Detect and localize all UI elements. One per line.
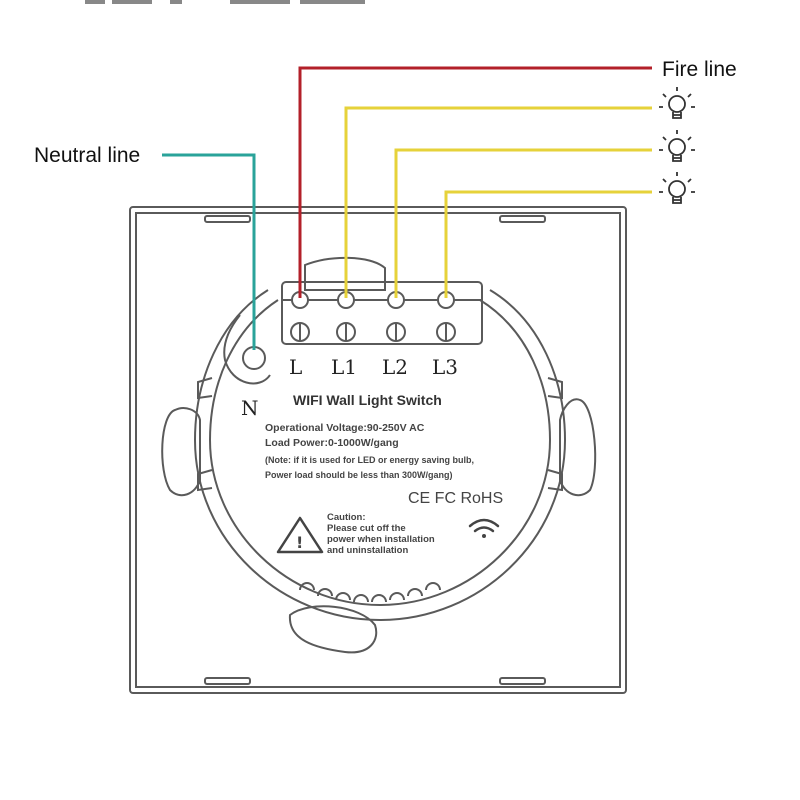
load-wire-l1 <box>344 106 652 298</box>
neutral-line-label: Neutral line <box>34 144 140 167</box>
bulb-icon <box>659 130 695 162</box>
device-title: WIFI Wall Light Switch <box>293 392 442 408</box>
bulb-icon <box>659 87 695 119</box>
terminal-label: L3 <box>432 355 458 379</box>
neutral-terminal-label: N <box>241 396 259 420</box>
terminal-label: L1 <box>331 355 357 379</box>
caution-line: power when installation <box>327 534 435 545</box>
spec-power: Load Power:0-1000W/gang <box>265 437 399 449</box>
neutral-wire <box>162 153 256 350</box>
bulb-icon <box>659 172 695 204</box>
switch-plate <box>129 206 627 694</box>
round-housing <box>161 256 597 654</box>
load-wire-l2 <box>394 148 652 298</box>
fire-wire <box>298 66 652 298</box>
warning-icon: ! <box>276 516 324 554</box>
note-line: (Note: if it is used for LED or energy s… <box>265 455 474 465</box>
certification-marks: CE FC RoHS <box>408 490 503 507</box>
spec-voltage: Operational Voltage:90-250V AC <box>265 422 425 434</box>
cropped-top-text <box>85 0 365 4</box>
terminal-label: L <box>289 355 302 379</box>
wifi-icon <box>468 518 500 538</box>
terminal-screws <box>242 291 456 370</box>
note-line: Power load should be less than 300W/gang… <box>265 470 453 480</box>
load-wire-l3 <box>444 190 652 298</box>
terminal-label: L2 <box>382 355 408 379</box>
fire-line-label: Fire line <box>662 58 737 81</box>
caution-line: Please cut off the <box>327 523 406 534</box>
caution-title: Caution: <box>327 512 366 523</box>
caution-line: and uninstallation <box>327 545 408 556</box>
terminal-labels: L L1 L2 L3 N <box>241 355 458 420</box>
svg-text:!: ! <box>296 533 303 552</box>
